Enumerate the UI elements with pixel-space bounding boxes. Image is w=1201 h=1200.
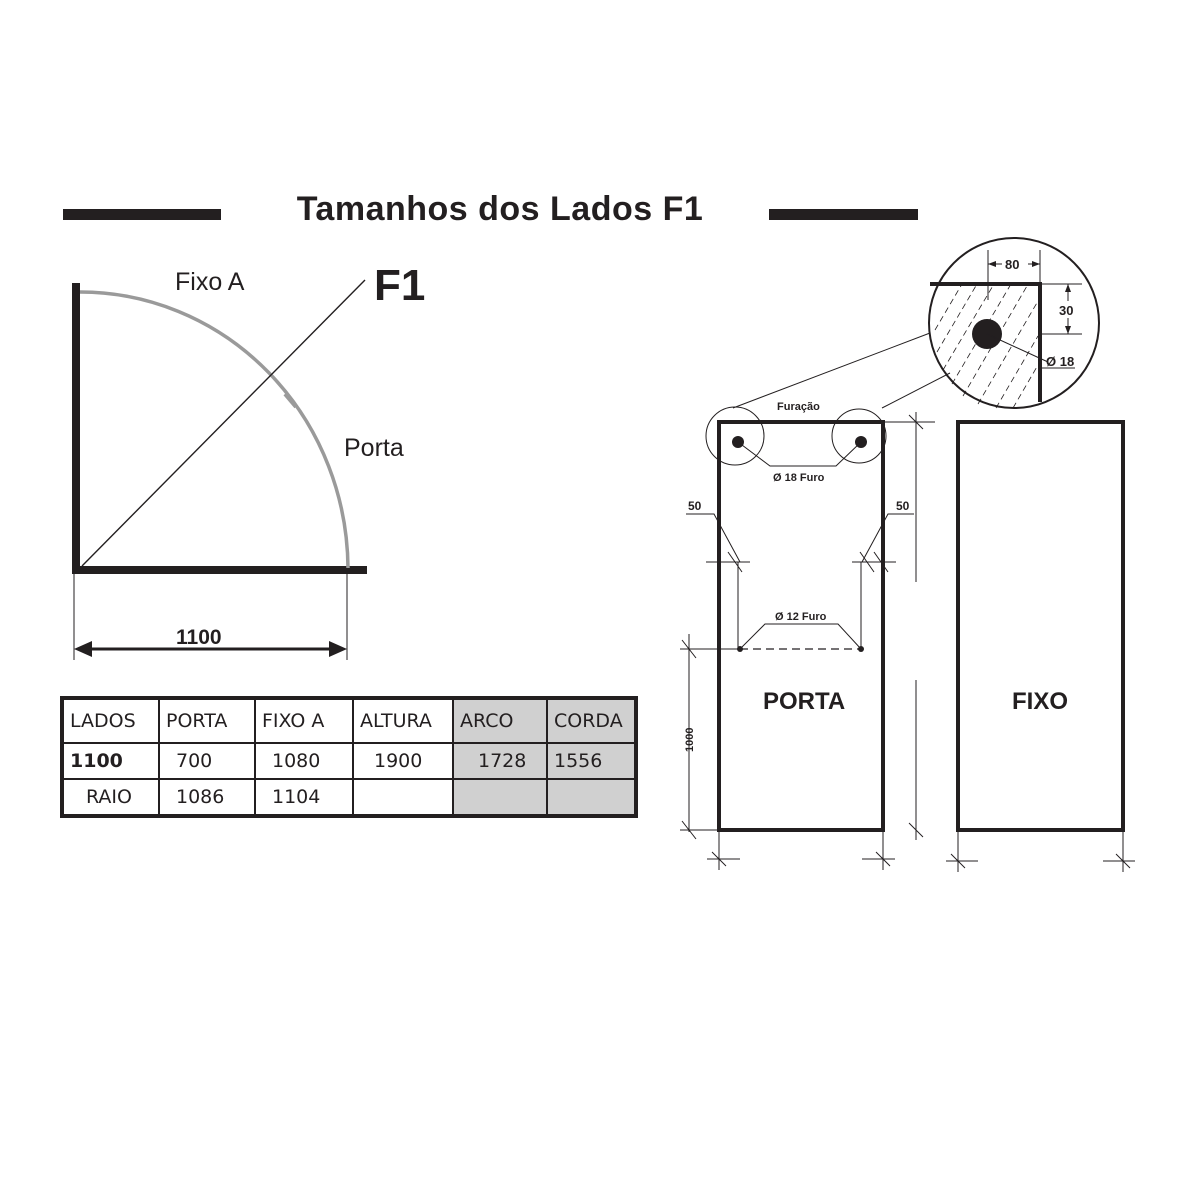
offset-right-label: 50 — [896, 499, 910, 513]
hole-callout-right — [831, 408, 887, 464]
table-row: 1100 700 1080 1900 1728 1556 — [61, 742, 637, 780]
model-label: F1 — [374, 261, 425, 310]
furo12-label: Ø 12 Furo — [775, 611, 827, 623]
table-cell: 1100 — [61, 742, 160, 780]
furo18-leader — [737, 441, 862, 467]
offset-left-leader — [686, 513, 741, 563]
dim-1100-label: 1100 — [176, 626, 222, 649]
dim-80-bg — [1002, 255, 1028, 272]
dim-1000 — [680, 634, 740, 840]
table-header-cell: ARCO — [452, 697, 548, 744]
porta-panel — [717, 420, 885, 832]
dim-80-arrow-r — [1032, 261, 1040, 267]
dim-30-arrow-t — [1065, 284, 1071, 292]
table-cell: RAIO — [61, 778, 160, 817]
bottom-ticks — [707, 830, 1135, 872]
dim-30-bg — [1056, 301, 1082, 318]
table-cell: 1080 — [254, 742, 354, 780]
detail-circle — [928, 237, 1100, 409]
table-cell — [546, 778, 637, 817]
table-header-cell: FIXO A — [254, 697, 354, 744]
table-cell: 1556 — [546, 742, 637, 780]
dim-1000-label: 1000 — [684, 728, 696, 752]
table-cell: 1900 — [352, 742, 454, 780]
dim-arrow-right — [329, 641, 347, 657]
porta-panel-label: PORTA — [763, 688, 845, 715]
table-cell — [352, 778, 454, 817]
dim-80-arrow-l — [988, 261, 996, 267]
offset-left-label: 50 — [688, 499, 702, 513]
table-header-cell: CORDA — [546, 697, 637, 744]
dim-arrow-left — [74, 641, 92, 657]
wall-horizontal — [72, 566, 367, 574]
dim-80-label: 80 — [1005, 257, 1019, 272]
offset-right-leader — [861, 513, 914, 563]
callout-line-left — [732, 332, 931, 409]
offset-ticks — [706, 551, 896, 648]
furo12-leader — [739, 623, 862, 650]
panel-height-dim — [883, 412, 935, 840]
porta-label: Porta — [344, 434, 404, 462]
detail-hole-label: Ø 18 — [1046, 354, 1074, 369]
title-bar-left — [63, 209, 221, 220]
table-cell: 1728 — [452, 742, 548, 780]
wall-vertical — [72, 283, 80, 574]
title-bar-right — [769, 209, 918, 220]
table-header-cell: PORTA — [158, 697, 256, 744]
dim-30-label: 30 — [1059, 303, 1073, 318]
page-title: Tamanhos dos Lados F1 — [296, 190, 704, 228]
fixo-a-label: Fixo A — [175, 268, 245, 296]
fixo-panel-label: FIXO — [1012, 688, 1068, 715]
furacao-label: Furação — [777, 401, 820, 413]
table-cell: 700 — [158, 742, 256, 780]
table-header-row: LADOS PORTA FIXO A ALTURA ARCO CORDA — [61, 697, 637, 744]
table-row: RAIO 1086 1104 — [61, 778, 637, 817]
detail-hole-leader — [986, 333, 1049, 363]
dim-30-arrow-b — [1065, 326, 1071, 334]
diagonal-line — [81, 279, 366, 567]
arc-joint-mark — [283, 392, 298, 409]
furo18-label: Ø 18 Furo — [773, 472, 825, 484]
sizes-table: LADOS PORTA FIXO A ALTURA ARCO CORDA 110… — [60, 696, 638, 818]
door-arc — [79, 290, 350, 569]
table-header-cell: LADOS — [61, 697, 160, 744]
callout-line-right — [881, 372, 951, 409]
fixo-panel — [956, 420, 1125, 832]
table-cell: 1086 — [158, 778, 256, 817]
table-cell: 1104 — [254, 778, 354, 817]
table-cell — [452, 778, 548, 817]
table-header-cell: ALTURA — [352, 697, 454, 744]
hole-callout-left — [705, 406, 765, 466]
